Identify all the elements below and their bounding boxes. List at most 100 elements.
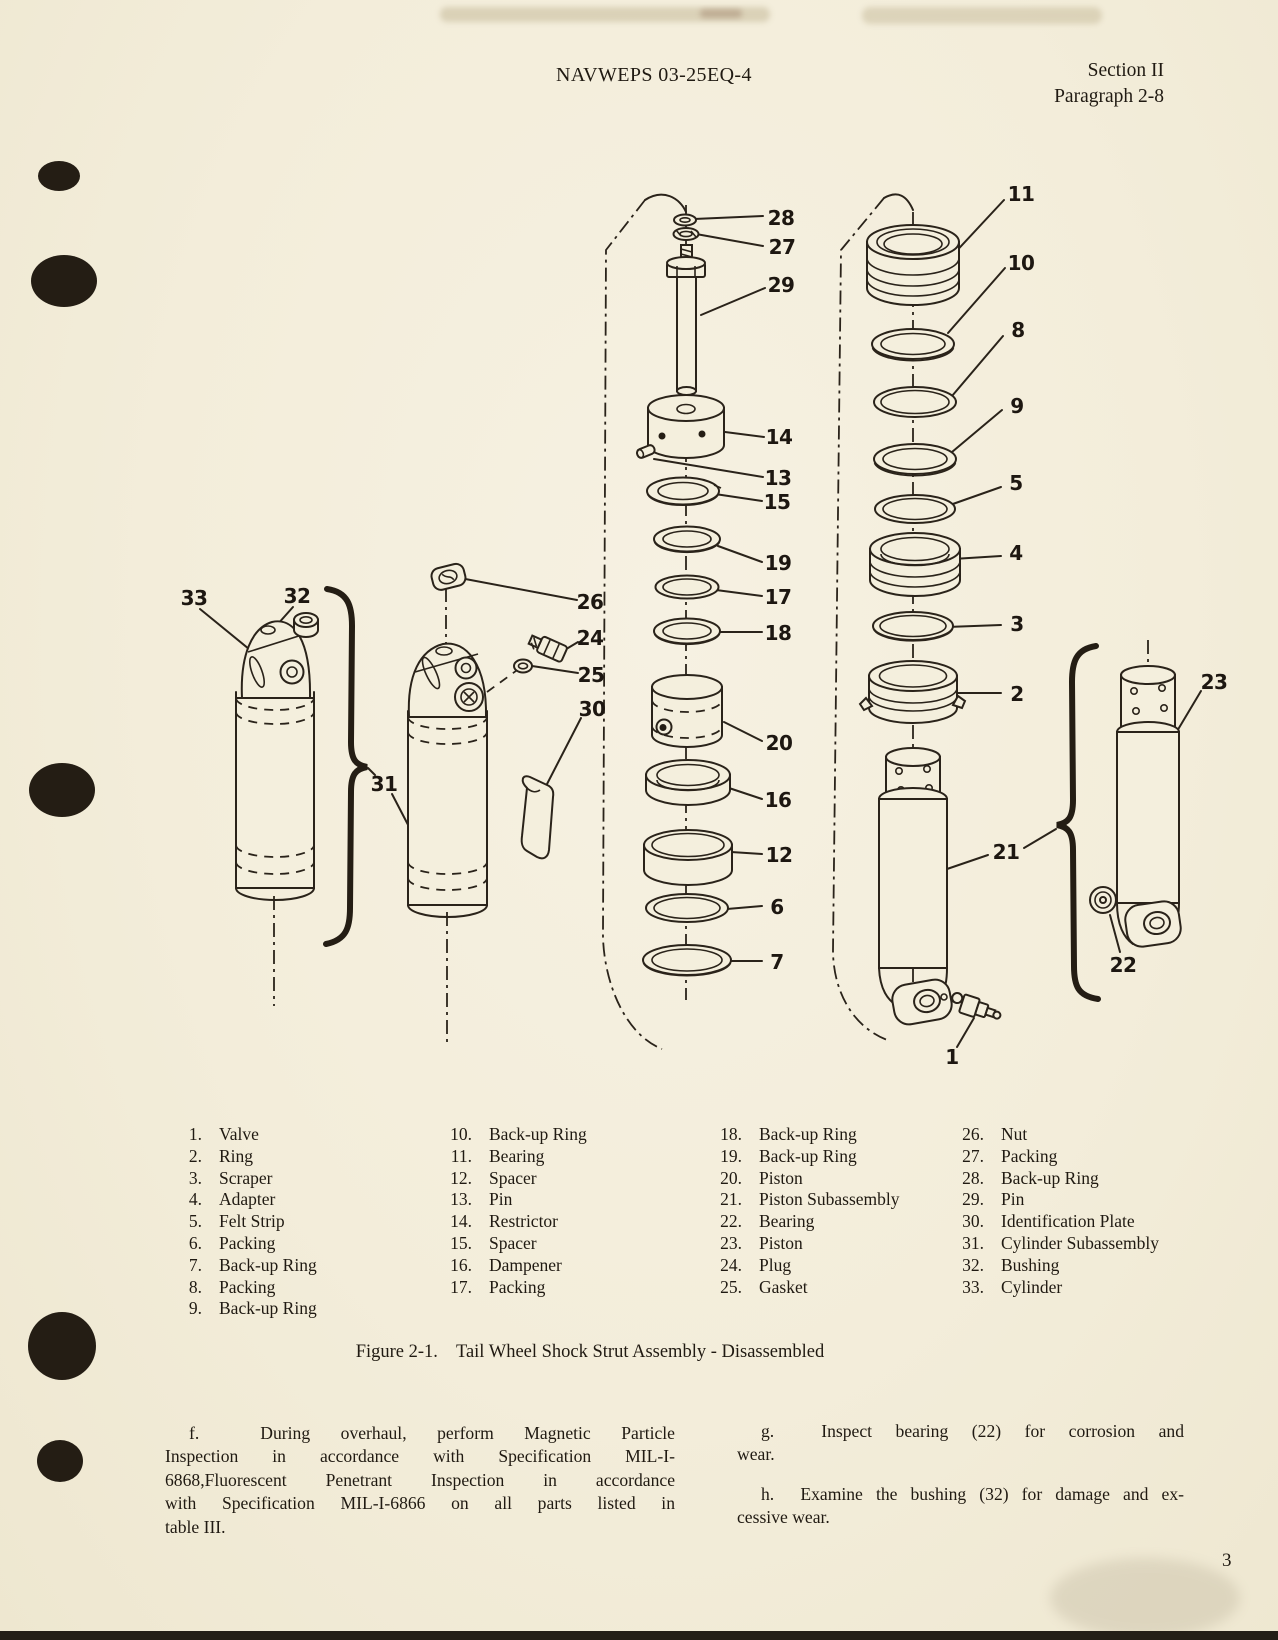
callout-19: 19	[764, 551, 792, 575]
part-name: Spacer	[489, 1232, 537, 1253]
part-number: 23.	[720, 1232, 742, 1253]
part-list-item: 21.Piston Subassembly	[706, 1189, 899, 1211]
part-32-bushing	[293, 612, 319, 638]
part-name: Bushing	[1001, 1254, 1060, 1275]
part-name: Back-up Ring	[759, 1124, 857, 1144]
part-list-item: 14.Restrictor	[436, 1211, 587, 1233]
part-number: 24.	[720, 1254, 742, 1275]
callout-16: 16	[764, 788, 792, 812]
part-list-item: 17.Packing	[436, 1277, 587, 1299]
part-name: Felt Strip	[219, 1211, 285, 1232]
part-list-item: 25.Gasket	[706, 1277, 900, 1299]
part-number: 20.	[720, 1167, 742, 1188]
part-name: Back-up Ring	[489, 1124, 587, 1144]
callout-12: 12	[765, 843, 793, 867]
figure-caption-label: Figure 2-1.	[355, 1342, 438, 1362]
part-name: Restrictor	[489, 1211, 559, 1232]
text-line: Inspection in accordance with Specificat…	[165, 1446, 675, 1467]
text-line: h. Examine the bushing (32) for damage a…	[761, 1484, 1184, 1504]
part-7-backup-ring	[642, 944, 732, 977]
part-list-item: 27. Packing	[948, 1146, 1159, 1168]
part-26-nut	[430, 562, 467, 591]
part-10-backup-ring	[871, 328, 955, 362]
part-name: Valve	[219, 1124, 259, 1144]
part-number: 15.	[450, 1232, 472, 1253]
callout-28: 28	[767, 206, 795, 230]
part-15-spacer	[646, 476, 722, 507]
brace-cylinder-subassembly	[323, 586, 368, 947]
section-reference: Section II Paragraph 2-8	[1054, 58, 1164, 110]
part-name: Bearing	[489, 1145, 545, 1166]
part-number: 2.	[188, 1145, 202, 1166]
part-11-bearing	[866, 224, 960, 306]
part-9-backup-ring	[873, 443, 957, 477]
callout-7: 7	[770, 950, 784, 974]
part-list-item: 20.Piston	[706, 1168, 900, 1190]
part-list-item: 28.Back-up Ring	[948, 1168, 1159, 1190]
paragraph-f: f. During overhaul, perform Magnetic Par…	[165, 1422, 675, 1539]
callout-2: 2	[1010, 682, 1024, 706]
part-number: 16.	[450, 1254, 472, 1275]
section-label: Section II	[1087, 60, 1164, 81]
part-list-item: 6.Packing	[172, 1233, 317, 1255]
callout-22: 22	[1109, 953, 1137, 977]
callout-32: 32	[283, 584, 311, 608]
part-list-item: 19.Back-up Ring	[706, 1146, 900, 1168]
part-18-backup-ring	[653, 617, 721, 646]
callout-14: 14	[765, 425, 793, 449]
part-name: Packing	[219, 1276, 276, 1297]
callout-31: 31	[370, 772, 398, 796]
part-name: Identification Plate	[1001, 1211, 1135, 1232]
callout-3: 3	[1010, 612, 1024, 636]
part-list-item: 26.Nut	[948, 1124, 1159, 1146]
part-16-dampener	[645, 759, 731, 806]
callout-24: 24	[576, 626, 604, 650]
callout-33: 33	[180, 586, 208, 610]
callout-29: 29	[767, 273, 795, 297]
text-line: with Specification MIL-I-6866 on all par…	[165, 1493, 675, 1514]
scan-smudge-top	[440, 7, 1102, 24]
part-number: 13.	[450, 1189, 472, 1210]
text-line: wear.	[737, 1444, 775, 1465]
part-list-item: 16. Dampener	[436, 1255, 587, 1277]
part-number: 25.	[720, 1276, 742, 1297]
part-list-item: 1. Valve	[172, 1124, 317, 1146]
callout-25: 25	[577, 663, 605, 687]
part-name: Dampener	[489, 1254, 562, 1275]
callout-1: 1	[945, 1045, 959, 1069]
part-list-item: 22.Bearing	[706, 1211, 900, 1233]
callout-18: 18	[764, 621, 792, 645]
part-21-piston-subassembly	[878, 747, 953, 1026]
callout-11: 11	[1007, 182, 1035, 206]
part-number: 30.	[962, 1211, 984, 1232]
part-list-item: 31.Cylinder Subassembly	[948, 1233, 1159, 1255]
part-name: Packing	[1001, 1145, 1058, 1166]
scan-smudge-bottom	[0, 1558, 1278, 1640]
part-5-felt-strip	[874, 494, 956, 524]
callout-30: 30	[578, 697, 606, 721]
binder-dots	[28, 161, 97, 1482]
paragraph-g: g. Inspect bearing (22) for corrosion an…	[737, 1420, 1184, 1467]
part-number: 29.	[962, 1189, 984, 1210]
callout-23: 23	[1200, 670, 1228, 694]
part-name: Ring	[219, 1145, 254, 1166]
text-line: table III.	[165, 1516, 226, 1537]
part-number: 1.	[188, 1124, 202, 1144]
part-name: Cylinder Subassembly	[1001, 1232, 1159, 1253]
part-name: Bearing	[759, 1211, 815, 1232]
part-number: 27.	[962, 1145, 984, 1166]
part-list-item: 7.Back-up Ring	[172, 1255, 317, 1277]
part-22-bearing	[1089, 886, 1117, 914]
callout-8: 8	[1011, 318, 1025, 342]
part-number: 5.	[188, 1211, 202, 1232]
part-list-item: 2. Ring	[172, 1146, 317, 1168]
part-name: Cylinder	[1001, 1276, 1063, 1297]
callout-13: 13	[764, 466, 792, 490]
part-number: 32.	[962, 1254, 984, 1275]
text-line: cessive wear.	[737, 1507, 830, 1528]
part-number: 18.	[720, 1124, 742, 1144]
